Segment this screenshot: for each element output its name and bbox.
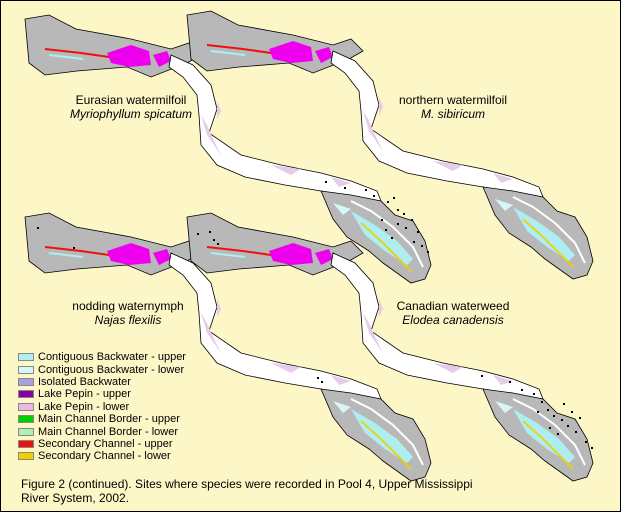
legend-item: Secondary Channel - upper bbox=[18, 438, 186, 450]
legend-label: Lake Pepin - lower bbox=[38, 400, 130, 413]
legend-swatch bbox=[18, 353, 34, 362]
legend-swatch bbox=[18, 365, 34, 374]
legend-swatch bbox=[18, 415, 34, 424]
legend-item: Contiguous Backwater - lower bbox=[18, 363, 186, 376]
legend-item: Lake Pepin - upper bbox=[18, 388, 186, 400]
legend-swatch bbox=[18, 452, 34, 461]
legend-swatch bbox=[18, 390, 34, 399]
figure-caption: Figure 2 (continued). Sites where specie… bbox=[21, 477, 473, 505]
legend-label: Contiguous Backwater - upper bbox=[38, 351, 186, 364]
map-label-canadian: Canadian waterweed Elodea canadensis bbox=[396, 299, 510, 327]
legend-item: Lake Pepin - lower bbox=[18, 401, 186, 413]
legend-label: Secondary Channel - lower bbox=[38, 450, 171, 463]
legend-label: Contiguous Backwater - lower bbox=[38, 363, 185, 376]
legend-label: Lake Pepin - upper bbox=[38, 388, 131, 401]
legend-item: Secondary Channel - lower bbox=[18, 450, 186, 462]
legend-label: Main Channel Border - lower bbox=[38, 425, 179, 438]
site-dots-northern bbox=[325, 181, 429, 253]
site-dots-nodding bbox=[37, 227, 323, 383]
legend-swatch bbox=[18, 377, 34, 386]
legend-swatch bbox=[18, 402, 34, 411]
legend-item: Isolated Backwater bbox=[18, 376, 186, 388]
site-dots-canadian bbox=[197, 231, 593, 449]
map-label-eurasian: Eurasian watermilfoil Myriophyllum spica… bbox=[69, 93, 193, 121]
map-label-nodding: nodding waternymph Najas flexilis bbox=[72, 299, 184, 327]
map-label-northern: northern watermilfoil M. sibiricum bbox=[398, 93, 508, 121]
legend-item: Main Channel Border - upper bbox=[18, 413, 186, 425]
legend-label: Isolated Backwater bbox=[38, 375, 131, 388]
legend-label: Main Channel Border - upper bbox=[38, 413, 180, 426]
legend-item: Contiguous Backwater - upper bbox=[18, 351, 186, 363]
legend-label: Secondary Channel - upper bbox=[38, 437, 173, 450]
legend-item: Main Channel Border - lower bbox=[18, 425, 186, 438]
legend-swatch bbox=[18, 427, 34, 436]
legend-swatch bbox=[18, 439, 34, 448]
